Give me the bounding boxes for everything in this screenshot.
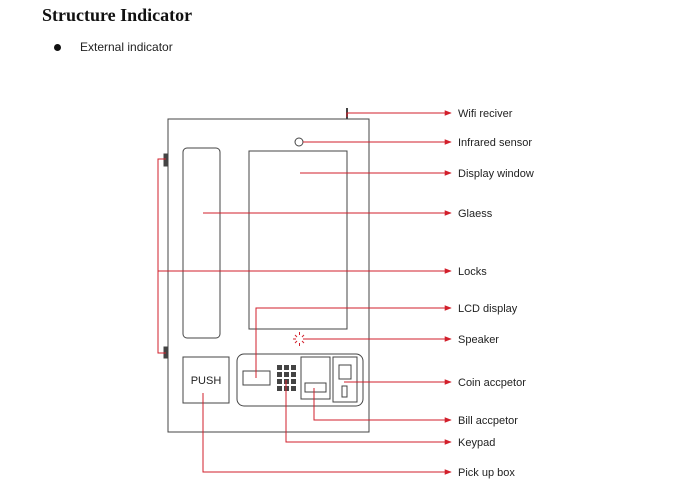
infrared-sensor-icon <box>294 137 304 147</box>
glass-panel <box>182 147 221 339</box>
label-speaker: Speaker <box>458 334 499 346</box>
callout-pickup <box>202 393 452 475</box>
callout-wifi <box>346 110 452 117</box>
machine-body <box>163 108 370 433</box>
page-title: Structure Indicator <box>42 5 193 25</box>
bill-acceptor-box <box>300 356 331 400</box>
push-label: PUSH <box>191 375 222 387</box>
bullet-text: External indicator <box>80 40 173 54</box>
callout-locks-bracket <box>157 158 166 354</box>
label-wifi-receiver: Wifi reciver <box>458 108 513 120</box>
label-bill-acceptor: Bill accpetor <box>458 415 518 427</box>
label-lcd-display: LCD display <box>458 303 518 315</box>
label-infrared-sensor: Infrared sensor <box>458 137 532 149</box>
bill-acceptor-slot <box>304 382 327 393</box>
callout-keypad <box>285 380 452 445</box>
label-glass: Glaess <box>458 208 493 220</box>
label-coin-acceptor: Coin accpetor <box>458 377 526 389</box>
bullet-item: External indicator <box>54 38 173 56</box>
cabinet-outline <box>167 118 370 433</box>
coin-acceptor-box <box>332 356 358 403</box>
callout-lines <box>157 110 452 475</box>
label-locks: Locks <box>458 266 487 278</box>
display-window <box>248 150 348 330</box>
bullet-icon <box>54 43 61 51</box>
label-pickup-box: Pick up box <box>458 467 515 479</box>
callout-lcd <box>255 305 452 378</box>
control-panel <box>236 353 364 407</box>
label-keypad: Keypad <box>458 437 495 449</box>
callout-bill <box>313 388 452 423</box>
coin-slot <box>338 364 352 380</box>
label-display-window: Display window <box>458 168 534 180</box>
coin-return <box>341 385 348 398</box>
push-box <box>182 356 230 404</box>
speaker-icon <box>293 332 306 346</box>
lock-top-icon <box>163 153 169 167</box>
